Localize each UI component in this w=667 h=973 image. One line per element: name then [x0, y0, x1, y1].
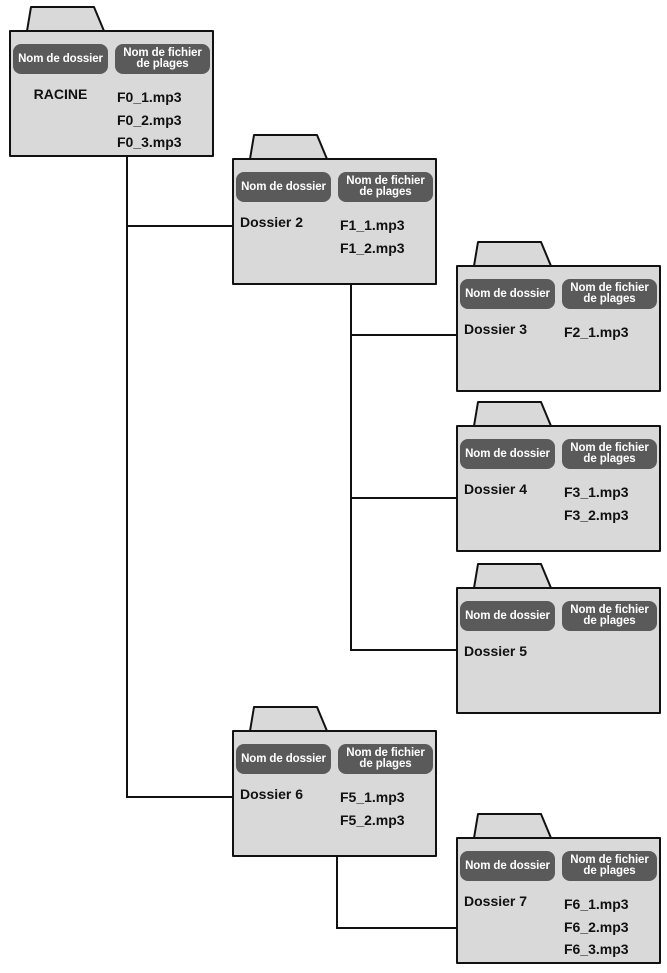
folder-icon — [456, 563, 661, 714]
file-name-badge: Nom de fichier de plages — [562, 851, 657, 881]
file-name: F6_3.mp3 — [564, 941, 629, 957]
folder-name: RACINE — [33, 86, 88, 102]
connector-folder-6-to-folder-7 — [336, 927, 457, 929]
file-name: F5_2.mp3 — [340, 811, 405, 828]
folder-name-badge: Nom de dossier — [13, 44, 108, 74]
folder-name: Dossier 6 — [240, 786, 304, 802]
folder-name: Dossier 3 — [464, 321, 528, 337]
file-list: F5_1.mp3 F5_2.mp3 — [340, 786, 405, 831]
file-name: F6_1.mp3 — [564, 896, 629, 912]
file-name-badge: Nom de fichier de plages — [338, 172, 433, 202]
folder-name-badge: Nom de dossier — [460, 851, 555, 881]
folder-dossier-7: Nom de dossier Nom de fichier de plages … — [456, 808, 661, 965]
folder-name-badge: Nom de dossier — [460, 279, 555, 309]
file-name: F6_2.mp3 — [564, 918, 629, 935]
folder-name-badge: Nom de dossier — [236, 744, 331, 774]
folder-name-badge: Nom de dossier — [460, 439, 555, 469]
file-name-badge: Nom de fichier de plages — [338, 744, 433, 774]
folder-name: Dossier 5 — [464, 643, 528, 659]
file-list: F3_1.mp3 F3_2.mp3 — [564, 481, 629, 526]
folder-dossier-2: Nom de dossier Nom de fichier de plages … — [232, 129, 437, 286]
file-list: F6_1.mp3 F6_2.mp3 F6_3.mp3 — [564, 893, 629, 961]
folder-name-badge: Nom de dossier — [236, 172, 331, 202]
folder-icon — [232, 706, 437, 857]
folder-dossier-5: Nom de dossier Nom de fichier de plages … — [456, 558, 661, 715]
folder-name: Dossier 2 — [240, 214, 304, 230]
file-name-badge: Nom de fichier de plages — [562, 279, 657, 309]
file-name: F1_2.mp3 — [340, 239, 405, 256]
folder-root: Nom de dossier Nom de fichier de plages … — [9, 1, 214, 158]
file-name: F0_1.mp3 — [117, 89, 182, 105]
file-list: F2_1.mp3 — [564, 321, 629, 344]
folder-icon — [9, 6, 214, 157]
file-name: F3_1.mp3 — [564, 484, 629, 500]
file-name: F0_2.mp3 — [117, 111, 182, 128]
connector-folder-2-to-folder-3 — [350, 334, 457, 336]
connector-root-to-folder-6 — [126, 796, 233, 798]
connector-root-to-folder-2 — [126, 225, 233, 227]
file-list: F1_1.mp3 F1_2.mp3 — [340, 214, 405, 259]
connector-folder-2-to-folder-4 — [350, 497, 457, 499]
folder-icon — [232, 134, 437, 285]
folder-icon — [456, 813, 661, 964]
file-name-badge: Nom de fichier de plages — [562, 601, 657, 631]
folder-name-badge: Nom de dossier — [460, 601, 555, 631]
connector-root-trunk — [126, 157, 128, 798]
file-name: F3_2.mp3 — [564, 506, 629, 523]
file-name-badge: Nom de fichier de plages — [562, 439, 657, 469]
file-name: F5_1.mp3 — [340, 789, 405, 805]
folder-name: Dossier 4 — [464, 481, 528, 497]
folder-name: Dossier 7 — [464, 893, 528, 909]
file-name-badge: Nom de fichier de plages — [115, 44, 210, 74]
connector-folder-6-trunk — [336, 857, 338, 929]
file-name: F2_1.mp3 — [564, 324, 629, 340]
connector-folder-2-to-folder-5 — [350, 649, 457, 651]
folder-dossier-3: Nom de dossier Nom de fichier de plages … — [456, 236, 661, 393]
file-list: F0_1.mp3 F0_2.mp3 F0_3.mp3 — [117, 86, 182, 154]
file-name: F1_1.mp3 — [340, 217, 405, 233]
folder-icon — [456, 401, 661, 552]
folder-dossier-4: Nom de dossier Nom de fichier de plages … — [456, 396, 661, 553]
folder-icon — [456, 241, 661, 392]
connector-folder-2-trunk — [350, 285, 352, 651]
file-name: F0_3.mp3 — [117, 134, 182, 150]
folder-dossier-6: Nom de dossier Nom de fichier de plages … — [232, 701, 437, 858]
